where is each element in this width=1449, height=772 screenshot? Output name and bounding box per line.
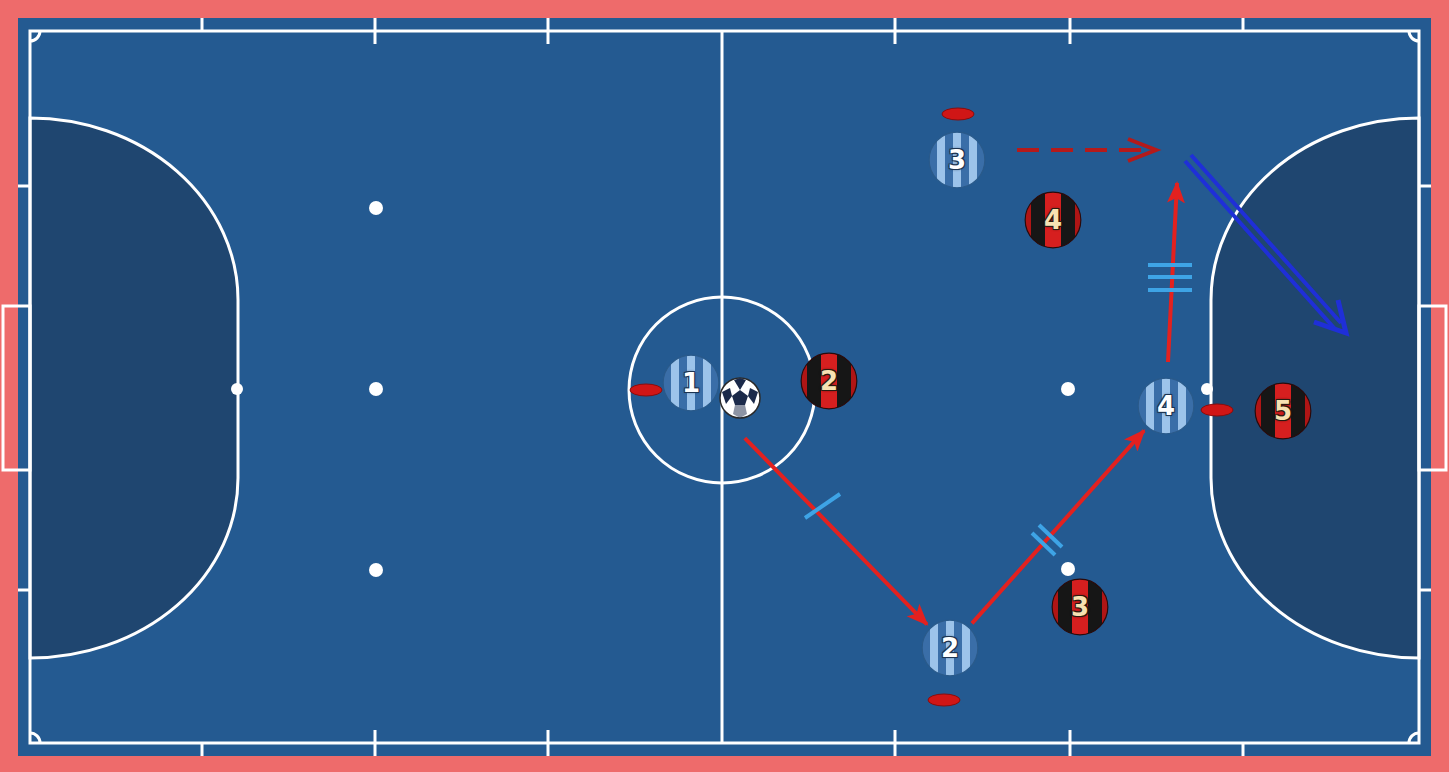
- defender-player: 3: [1051, 578, 1109, 636]
- movement-arrows: [805, 494, 840, 518]
- futsal-court: [30, 733, 40, 743]
- movement-arrows: [722, 388, 732, 404]
- movement-arrows: [734, 378, 746, 390]
- movement-arrows: [1148, 263, 1192, 267]
- player-disc: [663, 355, 719, 411]
- player-disc: [922, 620, 978, 676]
- attacker-player: 2: [921, 619, 979, 677]
- futsal-court: [369, 382, 383, 396]
- futsal-court: [1211, 118, 1419, 658]
- movement-arrows: [1168, 183, 1177, 362]
- futsal-court: [374, 730, 377, 756]
- player-number: 2: [941, 635, 959, 661]
- futsal-court: [1409, 31, 1419, 41]
- futsal-court: [374, 18, 377, 44]
- futsal-court: [201, 18, 204, 31]
- futsal-court: [629, 297, 815, 483]
- movement-arrows: [720, 378, 760, 418]
- futsal-court: [18, 589, 30, 592]
- player-number: 1: [682, 370, 700, 396]
- futsal-court: [942, 108, 974, 120]
- futsal-court: [1242, 18, 1245, 31]
- movement-arrows: [1148, 288, 1192, 292]
- futsal-court: [1061, 382, 1075, 396]
- player-disc: [1138, 378, 1194, 434]
- movement-arrows: [720, 378, 760, 418]
- movement-arrows: [1314, 300, 1346, 333]
- defender-player: 4: [1024, 191, 1082, 249]
- movement-arrows: [733, 405, 747, 418]
- futsal-court: [1201, 383, 1213, 395]
- futsal-court: [630, 108, 1233, 706]
- futsal-court: [1061, 562, 1075, 576]
- futsal-court: [1419, 185, 1431, 188]
- movement-arrows: [1185, 161, 1335, 329]
- attacker-player: 1: [662, 354, 720, 412]
- player-disc: [801, 353, 857, 409]
- attacker-player: 4: [1137, 377, 1195, 435]
- movement-arrows: [1128, 139, 1156, 161]
- movement-arrows: [748, 388, 758, 404]
- futsal-court: [30, 31, 1419, 743]
- player-disc: [1255, 383, 1311, 439]
- player-disc: [929, 132, 985, 188]
- player-number: 4: [1157, 393, 1175, 419]
- futsal-court: [18, 18, 1431, 756]
- pass-arrow: [745, 438, 927, 624]
- futsal-court: [894, 730, 897, 756]
- futsal-court: [1419, 589, 1431, 592]
- futsal-court: [1201, 404, 1233, 416]
- player-number: 3: [948, 147, 966, 173]
- futsal-court: [928, 694, 960, 706]
- movement-arrows: [1191, 155, 1341, 323]
- player-disc: [1052, 579, 1108, 635]
- futsal-court: [547, 730, 550, 756]
- futsal-court: [231, 383, 243, 395]
- player-number: 4: [1044, 207, 1062, 233]
- futsal-court: [1419, 306, 1446, 470]
- movement-arrows: [1017, 148, 1152, 152]
- movement-arrows: [1039, 525, 1062, 547]
- movement-arrows: [732, 390, 748, 405]
- futsal-court: [547, 18, 550, 44]
- futsal-court: [18, 185, 30, 188]
- futsal-court: [1069, 18, 1072, 44]
- futsal-court: [18, 18, 1431, 756]
- futsal-court: [630, 384, 662, 396]
- futsal-court: [369, 563, 383, 577]
- movement-arrows: [1148, 275, 1192, 279]
- futsal-court: [1409, 733, 1419, 743]
- player-number: 3: [1071, 594, 1089, 620]
- futsal-court: [1242, 743, 1245, 756]
- player-number: 5: [1274, 398, 1292, 424]
- defender-player: 5: [1254, 382, 1312, 440]
- futsal-court: [30, 31, 1419, 743]
- futsal-court: [30, 31, 40, 41]
- attacker-player: 3: [928, 131, 986, 189]
- futsal-court: [369, 201, 383, 215]
- defender-player: 2: [800, 352, 858, 410]
- futsal-court: [3, 306, 30, 470]
- futsal-court: [1069, 730, 1072, 756]
- futsal-court: [894, 18, 897, 44]
- futsal-court: [30, 118, 238, 658]
- player-number: 2: [820, 368, 838, 394]
- player-disc: [1025, 192, 1081, 248]
- movement-arrows: [805, 265, 1192, 555]
- futsal-court: [201, 743, 204, 756]
